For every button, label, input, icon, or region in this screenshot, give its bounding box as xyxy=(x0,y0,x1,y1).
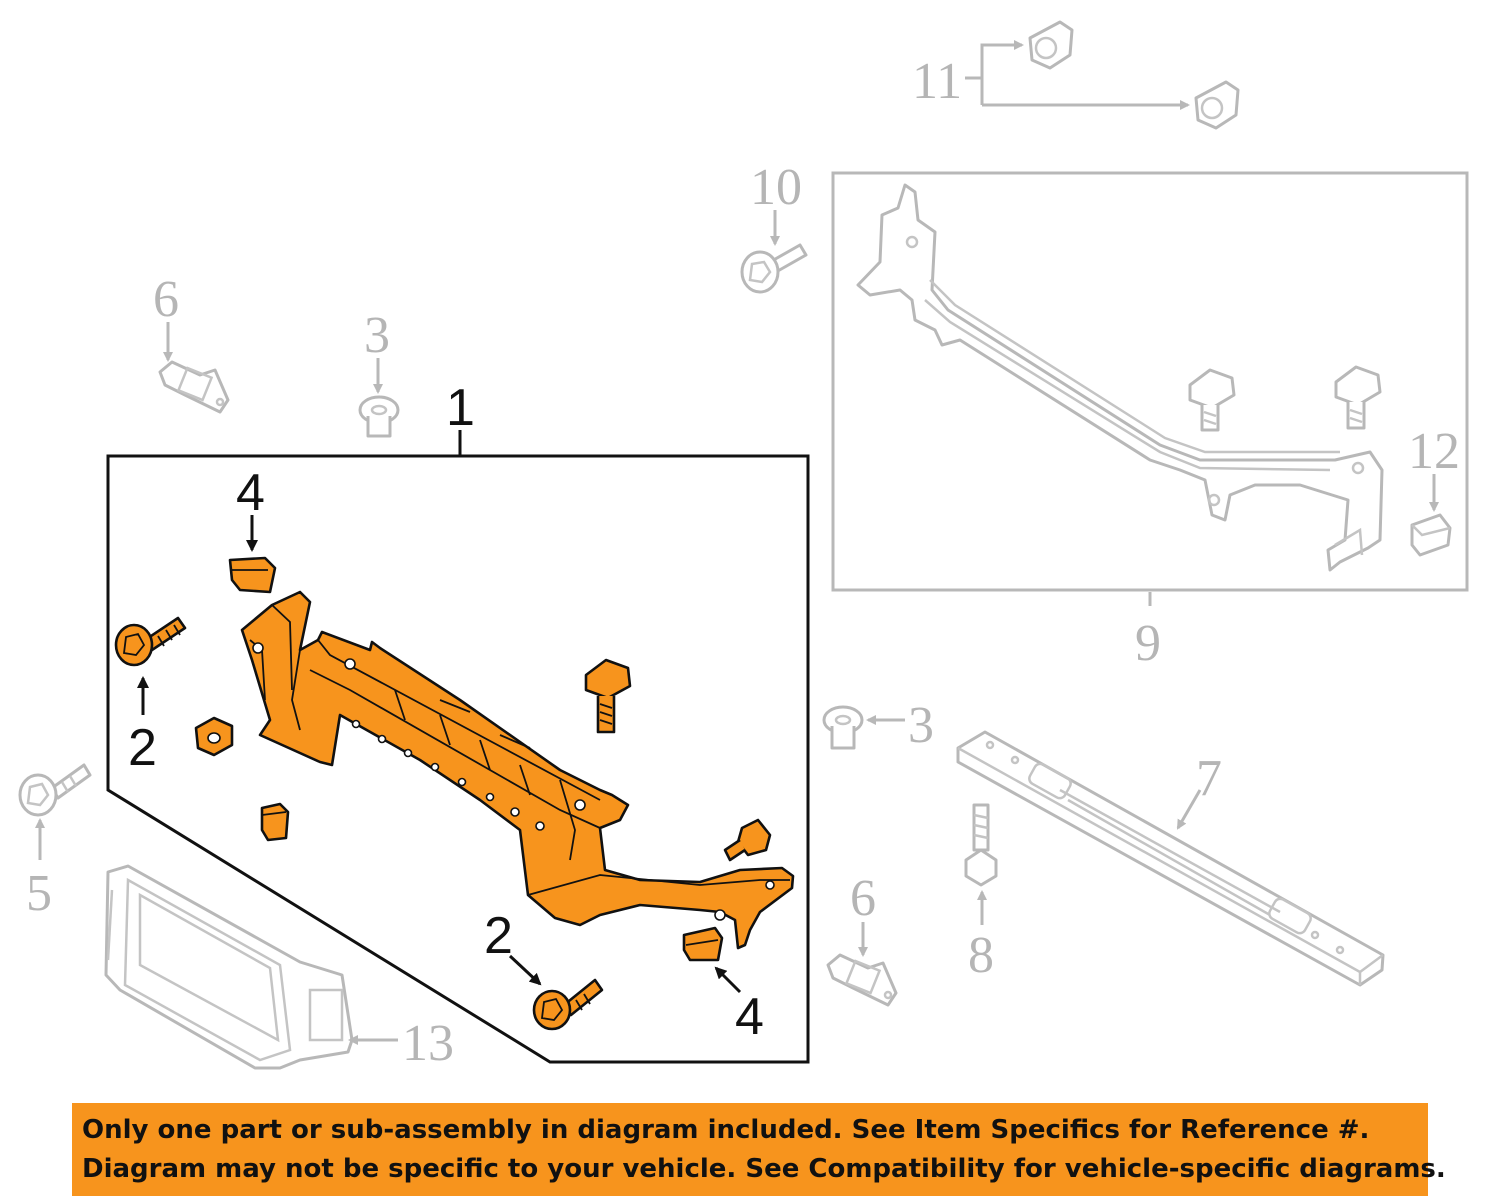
part-2-upper-group: 2 xyxy=(114,616,187,777)
bolt-icon xyxy=(740,243,808,294)
callout-2-upper: 2 xyxy=(128,719,157,777)
bolt-icon xyxy=(964,803,998,887)
clip-icon xyxy=(228,556,277,594)
clip-icon xyxy=(1194,80,1240,130)
bolt-icon xyxy=(18,763,92,817)
part-9-frame xyxy=(831,171,1469,592)
callout-3-right: 3 xyxy=(908,697,934,754)
part-6-lower-group: 6 xyxy=(826,870,898,1007)
part-13-group: 13 xyxy=(104,864,454,1072)
callout-6-upper: 6 xyxy=(153,271,179,328)
part-10-bolt-group: 10 xyxy=(740,159,808,294)
part-1-group: 1 xyxy=(106,379,810,1064)
sensor-module xyxy=(104,864,354,1070)
part-4-lower-group: 4 xyxy=(682,926,764,1046)
disclaimer-banner: Only one part or sub-assembly in diagram… xyxy=(72,1103,1446,1196)
callout-5: 5 xyxy=(26,865,52,922)
bracket-icon xyxy=(826,953,898,1007)
callout-1: 1 xyxy=(446,379,475,437)
callout-3-upper: 3 xyxy=(364,307,390,364)
disclaimer-line-2: Diagram may not be specific to your vehi… xyxy=(82,1154,1446,1184)
part-12-group: 12 xyxy=(1408,423,1460,557)
disclaimer-line-1: Only one part or sub-assembly in diagram… xyxy=(82,1115,1370,1145)
callout-2-lower: 2 xyxy=(484,907,513,965)
nut-icon xyxy=(822,705,864,750)
part-7-group: 7 xyxy=(956,730,1385,987)
bracket-icon xyxy=(158,360,230,414)
clip-icon xyxy=(1410,513,1452,557)
bolt-icon xyxy=(114,616,187,667)
part-6-upper-group: 6 xyxy=(153,271,230,414)
nut-icon xyxy=(194,716,234,757)
clip-icon xyxy=(260,802,290,842)
bolt-icon xyxy=(1188,368,1236,432)
upper-tie-bar xyxy=(856,183,1384,572)
callout-11: 11 xyxy=(912,53,962,110)
part-8-group: 8 xyxy=(964,803,998,984)
callout-13: 13 xyxy=(402,1015,454,1072)
lower-tie-plate xyxy=(956,730,1385,987)
nut-icon xyxy=(358,395,400,438)
radiator-support-assembly xyxy=(240,590,795,950)
callout-10: 10 xyxy=(750,159,802,216)
callout-4-lower: 4 xyxy=(735,988,764,1046)
bolt-icon xyxy=(584,658,632,734)
part-3-right-group: 3 xyxy=(822,697,934,754)
part-4-upper-group: 4 xyxy=(228,464,277,594)
callout-9: 9 xyxy=(1135,615,1161,672)
clip-icon xyxy=(682,926,724,962)
callout-8: 8 xyxy=(968,927,994,984)
bolt-icon xyxy=(723,818,772,862)
callout-4-upper: 4 xyxy=(236,464,265,522)
part-5-group: 5 xyxy=(18,763,92,922)
part-1-frame xyxy=(106,454,810,1064)
part-3-upper-group: 3 xyxy=(358,307,400,438)
part-9-group: 9 xyxy=(831,171,1469,672)
part-11-clip-group: 11 xyxy=(912,20,1240,130)
part-2-lower-group: 2 xyxy=(484,907,604,1031)
callout-6-lower: 6 xyxy=(850,870,876,927)
bolt-icon xyxy=(1334,365,1382,430)
callout-12: 12 xyxy=(1408,423,1460,480)
callout-7: 7 xyxy=(1196,750,1222,807)
clip-icon xyxy=(1028,20,1074,70)
bolt-icon xyxy=(532,978,604,1031)
